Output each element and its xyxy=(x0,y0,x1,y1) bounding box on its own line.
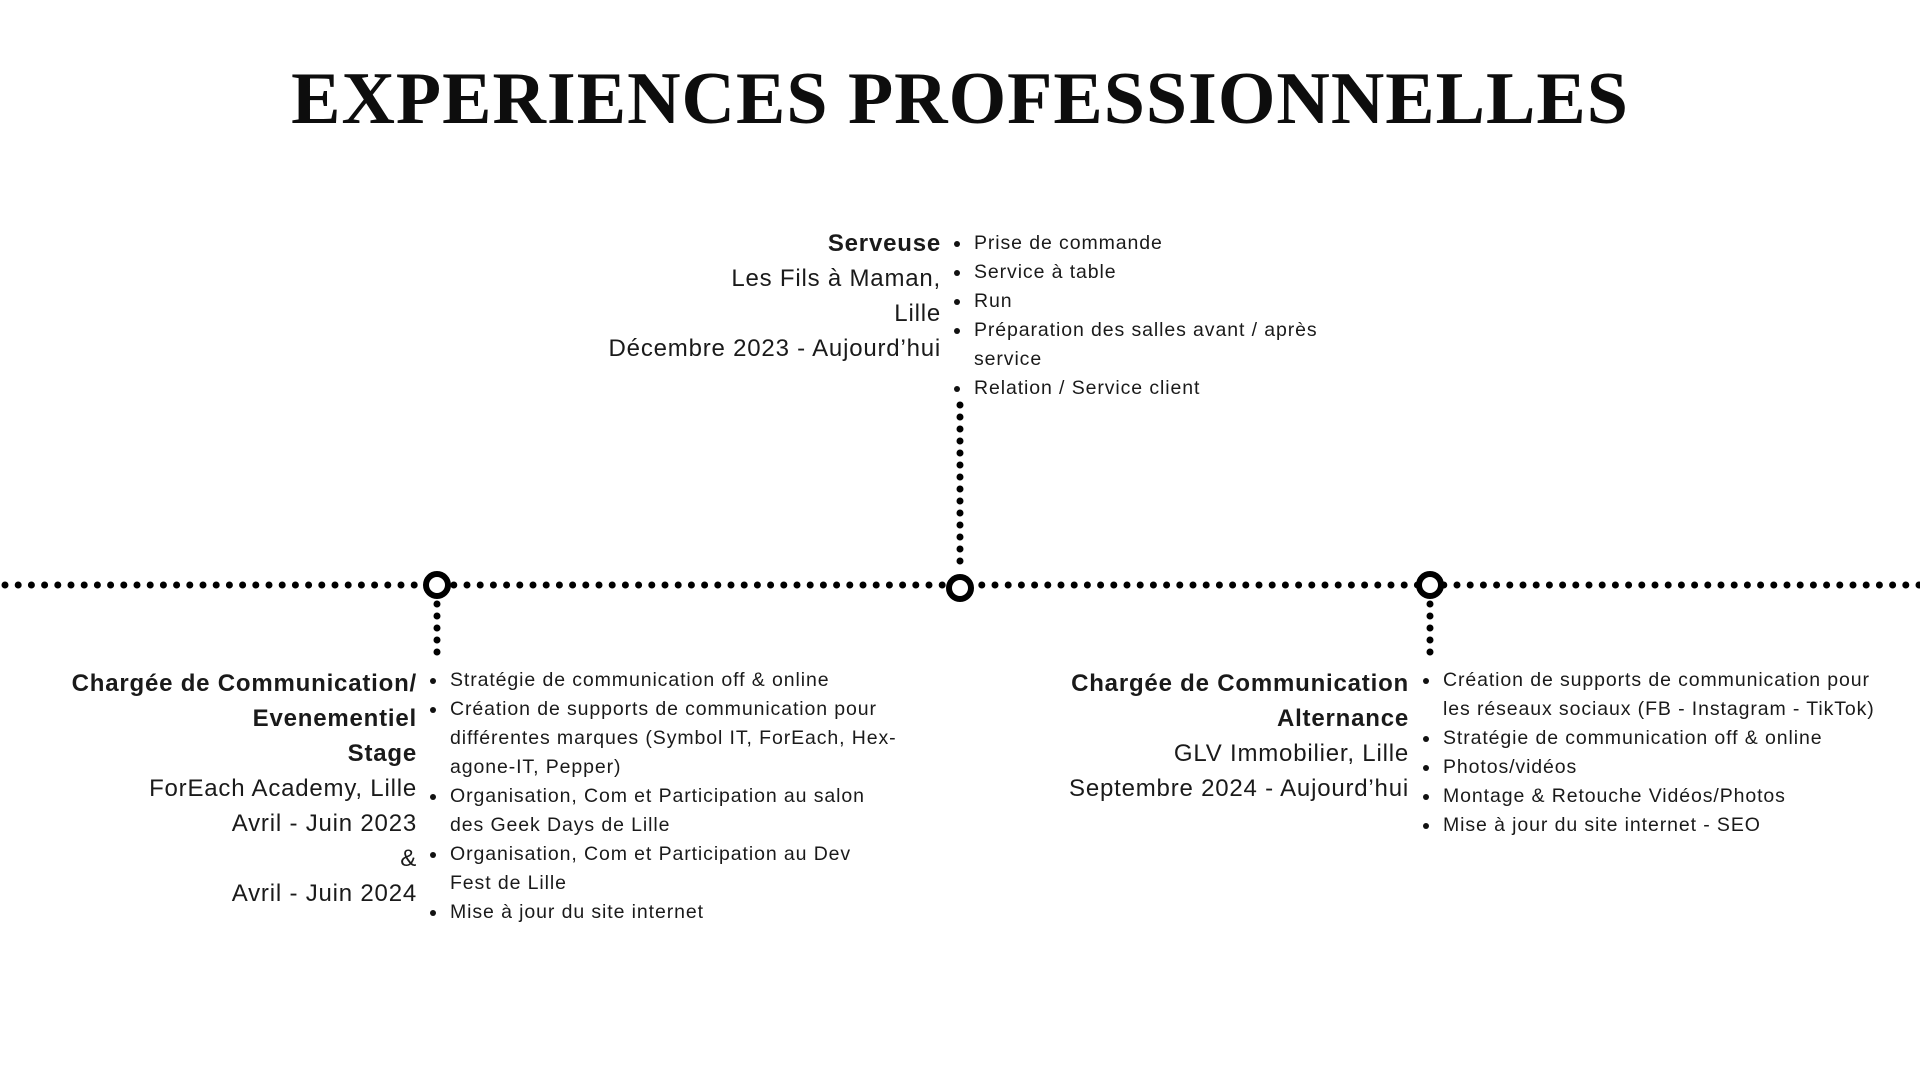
experience-glv-info: Chargée de Communication Alternance GLV … xyxy=(1069,666,1409,806)
node-serveuse xyxy=(946,574,974,602)
task-item: Organisation, Com et Participation au sa… xyxy=(428,782,898,840)
task-item: Création de supports de communication po… xyxy=(428,695,898,782)
date-range: Avril - Juin 2023 xyxy=(231,810,417,837)
task-item: Run xyxy=(952,287,1372,316)
experience-serveuse-info: Serveuse Les Fils à Maman, Lille Décembr… xyxy=(609,226,941,366)
task-item: Prise de commande xyxy=(952,229,1372,258)
date-range: Septembre 2024 - Aujourd’hui xyxy=(1069,775,1409,802)
date-range: Décembre 2023 - Aujourd’hui xyxy=(608,335,941,362)
task-item: Mise à jour du site internet - SEO xyxy=(1421,811,1891,840)
job-title: Chargée de Communication/ xyxy=(71,670,417,697)
job-type: Alternance xyxy=(1276,705,1409,732)
company-line: ForEach Academy, Lille xyxy=(149,775,417,802)
experience-glv-tasks: Création de supports de communication po… xyxy=(1421,666,1891,840)
task-item: Création de supports de communication po… xyxy=(1421,666,1891,724)
company-line: GLV Immobilier, Lille xyxy=(1173,740,1409,767)
experience-foreach-info: Chargée de Communication/ Evenementiel S… xyxy=(72,666,417,911)
location-line: Lille xyxy=(894,300,941,327)
task-item: Service à table xyxy=(952,258,1372,287)
task-item: Stratégie de communication off & online xyxy=(1421,724,1891,753)
job-title: Chargée de Communication xyxy=(1071,670,1409,697)
task-item: Mise à jour du site internet xyxy=(428,898,898,927)
task-item: Stratégie de communication off & online xyxy=(428,666,898,695)
date-separator: & xyxy=(400,845,417,872)
page-title: EXPERIENCES PROFESSIONNELLES xyxy=(291,58,1629,140)
job-title: Evenementiel xyxy=(252,705,417,732)
experience-foreach-tasks: Stratégie de communication off & online … xyxy=(428,666,898,927)
job-type: Stage xyxy=(347,740,417,767)
task-item: Montage & Retouche Vidéos/Photos xyxy=(1421,782,1891,811)
task-item: Photos/vidéos xyxy=(1421,753,1891,782)
company-line: Les Fils à Maman, xyxy=(731,265,941,292)
experience-serveuse-tasks: Prise de commande Service à table Run Pr… xyxy=(952,229,1372,403)
node-glv xyxy=(1416,571,1444,599)
date-range: Avril - Juin 2024 xyxy=(231,880,417,907)
task-item: Organisation, Com et Participation au De… xyxy=(428,840,898,898)
job-title: Serveuse xyxy=(827,230,941,257)
node-foreach xyxy=(423,571,451,599)
task-item: Relation / Service client xyxy=(952,374,1372,403)
task-item: Préparation des salles avant / après ser… xyxy=(952,316,1372,374)
